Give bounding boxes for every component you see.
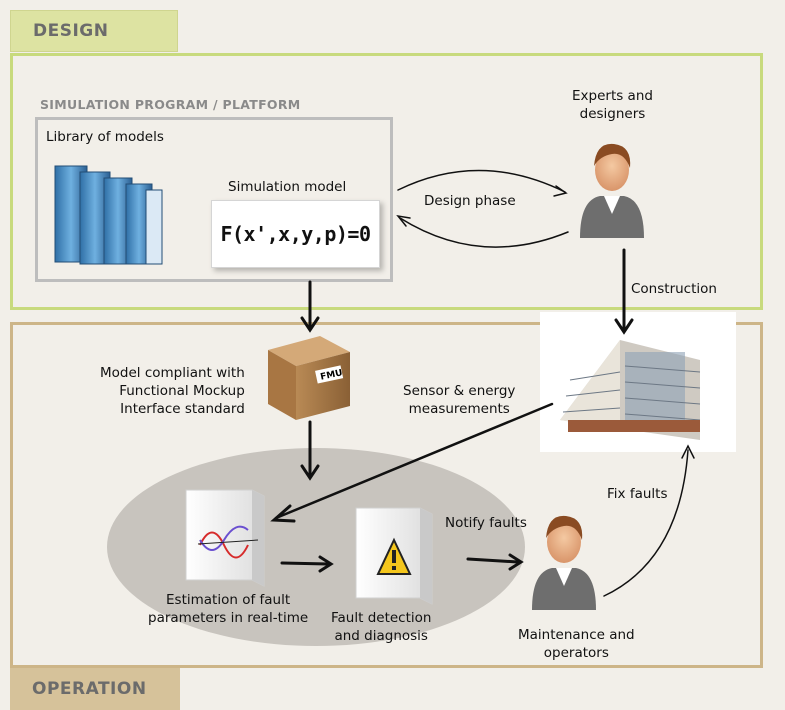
wave-panel-icon [185,489,265,587]
design-section-title: DESIGN [33,21,109,41]
experts-label-text: Experts and designers [572,88,653,122]
fix-faults-label: Fix faults [607,486,668,502]
design-section-frame [10,53,763,310]
flow-arrows [270,169,695,597]
simulation-model-label: Simulation model [228,179,347,195]
maintenance-label: Maintenance and operators [518,626,635,662]
warning-panel-icon [355,507,433,605]
books-icon [54,165,163,265]
building-icon [560,340,701,440]
estimation-label-text: Estimation of fault parameters in real-t… [148,592,309,626]
estimation-label: Estimation of fault parameters in real-t… [148,591,308,627]
notify-faults-label: Notify faults [445,515,527,531]
operation-section-frame [10,322,763,668]
formula-text: F(x',x,y,p)=0 [220,222,371,246]
person-icon [580,143,644,238]
design-phase-label: Design phase [424,193,516,209]
fmu-box-icon: FMU [268,336,350,420]
design-section-tab: DESIGN [10,10,178,52]
formula-card: F(x',x,y,p)=0 [211,200,380,268]
simulation-platform-title: SIMULATION PROGRAM / PLATFORM [40,97,301,112]
experts-label: Experts and designers [572,87,653,123]
fmu-model-label: Model compliant with Functional Mockup I… [100,364,245,418]
fmu-model-label-text: Model compliant with Functional Mockup I… [100,365,245,417]
person-icon [532,515,596,610]
construction-label: Construction [631,281,717,297]
fault-detection-label: Fault detection and diagnosis [331,609,431,645]
sensor-label-text: Sensor & energy measurements [403,383,516,417]
operation-section-tab: OPERATION [10,668,180,710]
sensor-label: Sensor & energy measurements [403,382,515,418]
maintenance-label-text: Maintenance and operators [518,627,635,661]
library-label: Library of models [46,129,164,145]
simulation-platform-frame [35,117,393,282]
fmu-box-text: FMU [320,368,344,382]
fault-detection-label-text: Fault detection and diagnosis [331,610,432,644]
operation-section-title: OPERATION [32,679,147,699]
diagnosis-zone [107,448,525,646]
